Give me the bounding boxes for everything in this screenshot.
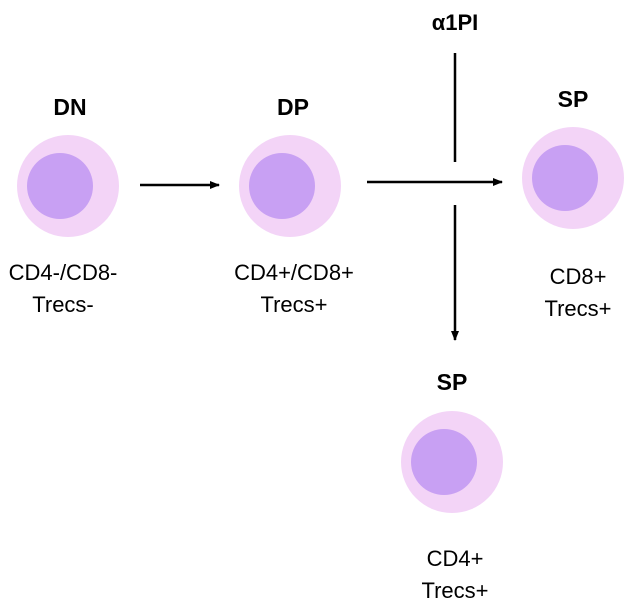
cell-dn — [17, 135, 119, 237]
inhibitor-label: α1PI — [431, 10, 479, 35]
cell-sp-cd4 — [401, 411, 503, 513]
cell-sp-cd8-nucleus — [532, 145, 598, 211]
cell-sp-cd8-marker-1: CD8+ — [549, 264, 607, 289]
cell-dp-marker-1: CD4+/CD8+ — [234, 260, 354, 285]
cell-dn-nucleus — [27, 153, 93, 219]
cell-sp-cd4-nucleus — [411, 429, 477, 495]
cell-sp-cd4-title: SP — [436, 369, 468, 395]
cell-dp-marker-2: Trecs+ — [260, 292, 328, 317]
cell-dn-marker-2: Trecs- — [32, 292, 94, 317]
cell-sp-cd8-marker-2: Trecs+ — [544, 296, 612, 321]
cell-sp-cd4-marker-1: CD4+ — [426, 546, 484, 571]
cell-dp — [239, 135, 341, 237]
cell-dp-nucleus — [249, 153, 315, 219]
cell-sp-cd8 — [522, 127, 624, 229]
cell-dn-marker-1: CD4-/CD8- — [8, 260, 118, 285]
cell-dn-title: DN — [53, 94, 87, 120]
cell-dp-title: DP — [277, 94, 309, 120]
cell-sp-cd8-title: SP — [557, 86, 589, 112]
cell-sp-cd4-marker-2: Trecs+ — [421, 578, 489, 603]
